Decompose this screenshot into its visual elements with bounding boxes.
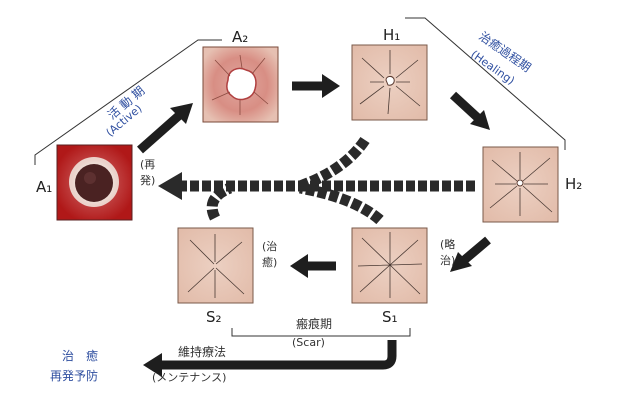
- label-healed-a-line2: 癒): [262, 255, 277, 269]
- label-a2: A₂: [232, 28, 248, 46]
- arrow-h1-h2: [449, 91, 490, 130]
- label-s2: S₂: [206, 308, 222, 326]
- relapse-branch-from-s2: [206, 182, 233, 221]
- label-h1: H₁: [383, 26, 400, 44]
- arrow-a1-a2: [137, 103, 193, 154]
- label-a1: A₁: [36, 178, 52, 196]
- label-s1: S₁: [382, 308, 398, 326]
- relapse-branch-from-h1: [298, 136, 370, 192]
- relapse-branch-from-s1: [299, 182, 384, 225]
- arrow-s1-s2: [290, 254, 336, 278]
- maintenance-goal-line2: 再発予防: [50, 368, 98, 383]
- label-relapse-line2: 発): [140, 173, 155, 187]
- maintenance-goal-line1: 治 癒: [62, 348, 98, 363]
- healing-phase-bracket: [405, 17, 566, 150]
- label-healed-a-line1: (治: [262, 239, 277, 253]
- panel-a2: [202, 46, 279, 123]
- label-healed-a: (治 癒): [262, 239, 277, 269]
- active-phase-bracket: [34, 39, 222, 165]
- maintenance-therapy-jp: 維持療法: [178, 344, 226, 359]
- panel-s2: [177, 227, 254, 304]
- panel-h2: [482, 146, 559, 223]
- label-healed-b-line1: (略: [440, 237, 455, 251]
- label-relapse-line1: (再: [140, 158, 155, 171]
- maintenance-therapy-en: (メンテナンス): [152, 371, 226, 384]
- phase-scar-en: (Scar): [292, 336, 325, 349]
- label-healed-b: (略 治): [440, 237, 455, 267]
- label-relapse: (再 発): [140, 158, 155, 187]
- panel-s1: [351, 227, 428, 304]
- scar-phase-bracket: [231, 328, 411, 337]
- arrow-maintenance: [143, 340, 397, 377]
- arrow-h2-s1: [450, 236, 491, 272]
- phase-scar-jp: 瘢痕期: [296, 316, 332, 331]
- arrow-a2-h1: [292, 74, 340, 98]
- panel-h1: [351, 44, 428, 121]
- panel-a1: [56, 144, 133, 221]
- label-healed-b-line2: 治): [440, 253, 455, 267]
- label-h2: H₂: [565, 175, 582, 193]
